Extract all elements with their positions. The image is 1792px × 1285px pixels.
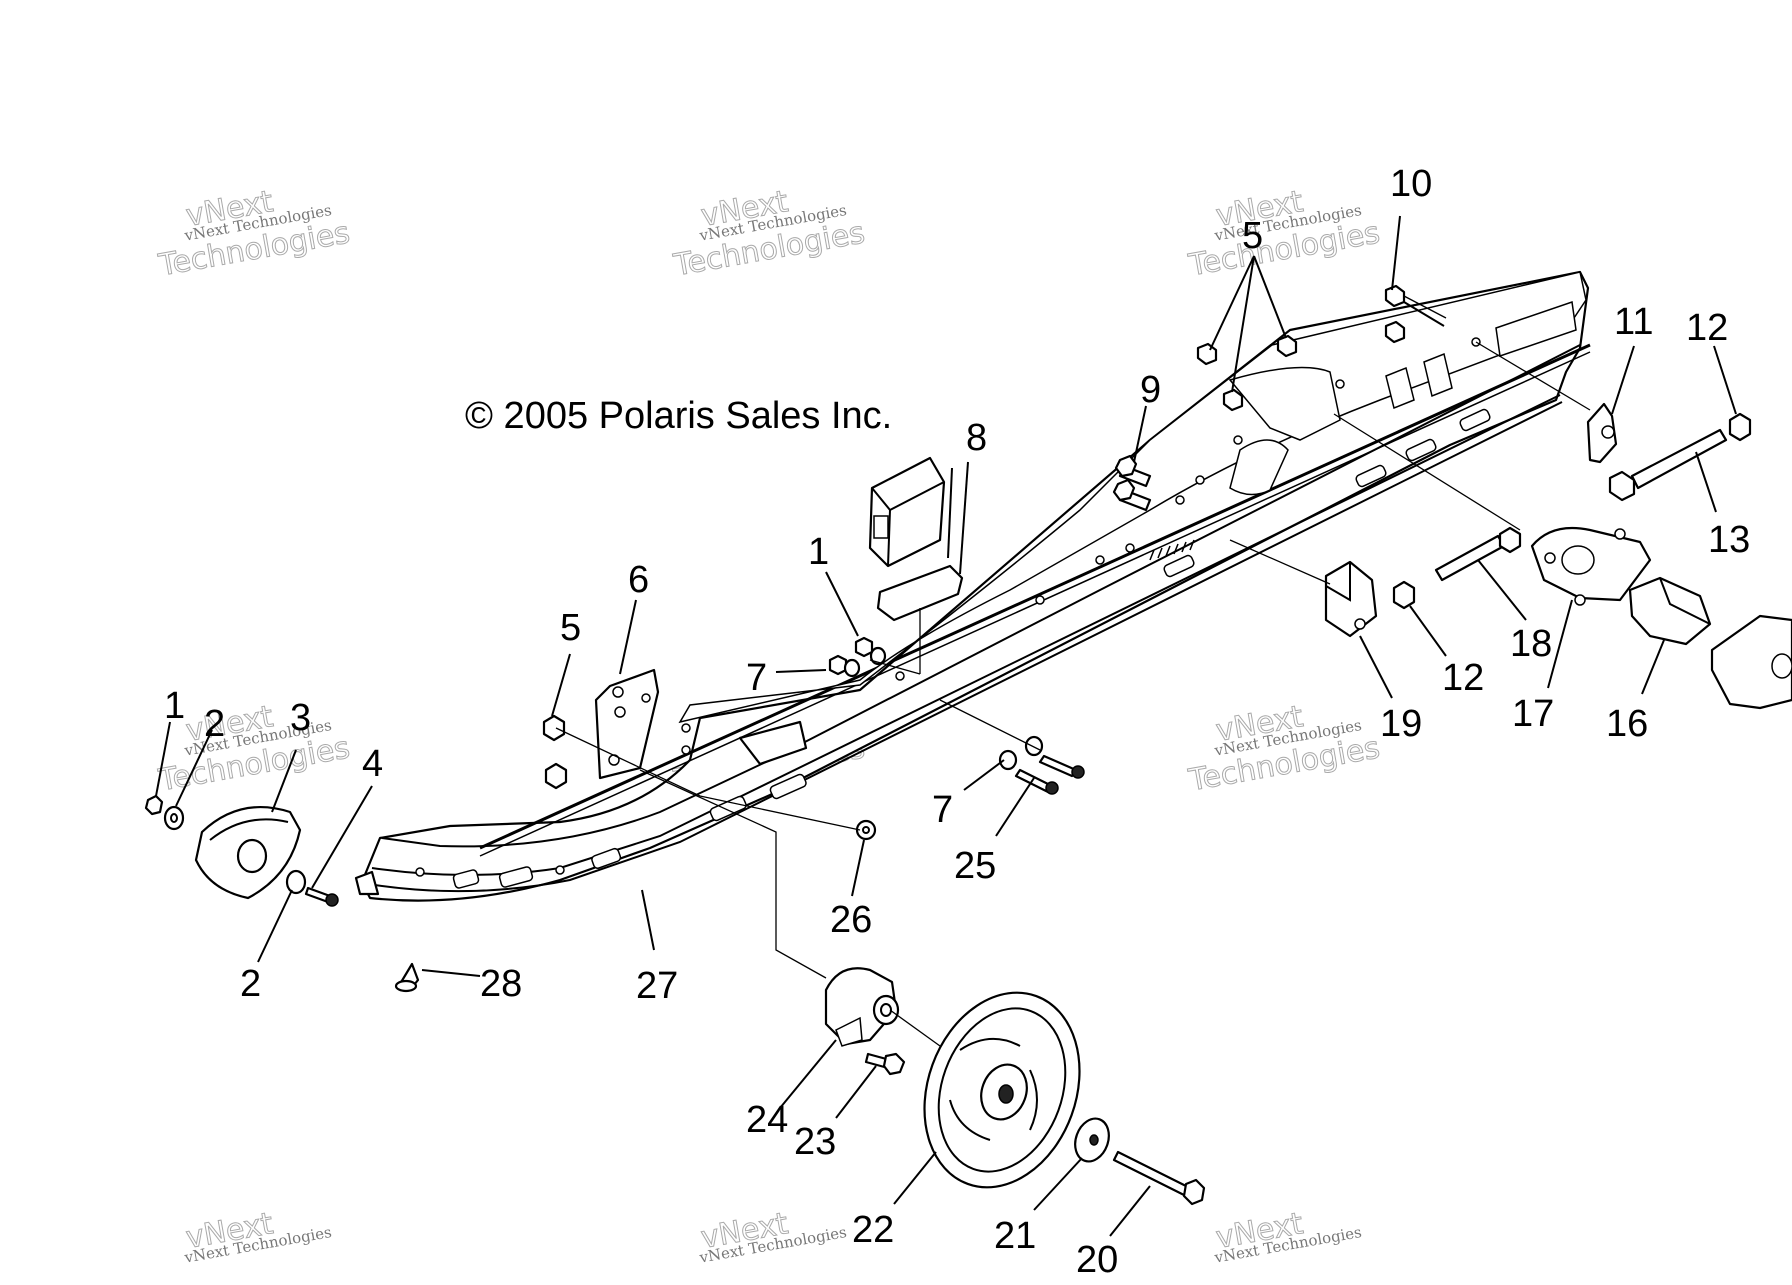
washer-2-lower	[285, 869, 307, 895]
nut-5-top-c	[1222, 388, 1244, 412]
nut-12-top	[1728, 412, 1752, 442]
callout-13: 13	[1708, 519, 1750, 561]
callout-20: 20	[1076, 1239, 1118, 1280]
nut-7-center	[828, 654, 848, 676]
callout-5: 5	[1242, 215, 1263, 257]
nut-12-lower	[1392, 580, 1416, 610]
washer-7-lower	[998, 749, 1018, 771]
watermark-mid-right: vNext vNext Technologies Technologies	[1185, 699, 1383, 799]
callout-26: 26	[830, 899, 872, 941]
watermark-top-right: vNext vNext Technologies Technologies	[1185, 184, 1383, 284]
nut-5-upper	[542, 714, 566, 742]
block-part-16	[1628, 576, 1712, 646]
nut-10-lower	[1384, 320, 1406, 344]
bracket-part-24	[824, 967, 898, 1046]
callout-23: 23	[794, 1121, 836, 1163]
callout-22: 22	[852, 1209, 894, 1251]
watermark-top-left: vNext vNext Technologies Technologies	[155, 184, 353, 284]
callout-10: 10	[1390, 163, 1432, 205]
center-hardware	[394, 456, 1085, 993]
nut-1-front	[144, 794, 164, 816]
wheel-assembly	[824, 967, 1206, 1206]
callout-8: 8	[966, 417, 987, 459]
nut-1-center	[854, 636, 874, 658]
pivot-block	[738, 720, 808, 766]
callout-18: 18	[1510, 623, 1552, 665]
top-hardware	[1112, 284, 1406, 512]
front-tip-assembly	[144, 794, 339, 907]
bolt-part-13	[1630, 428, 1728, 490]
callout-2: 2	[240, 963, 261, 1005]
watermark-bottom-left: vNext vNext Technologies	[182, 1206, 333, 1267]
callout-27: 27	[636, 965, 678, 1007]
leader-lines	[155, 215, 1737, 1237]
clip-part-8	[876, 564, 964, 622]
callout-28: 28	[480, 963, 522, 1005]
watermark-bottom-center: vNext vNext Technologies	[697, 1206, 848, 1267]
nut-5-top-a	[1196, 342, 1218, 366]
callout-labels: 1 2 3 4 2 5 6 1 7 8 7 25 26 27 28 9 5 10…	[164, 163, 1750, 1281]
nut-5-top-b	[1276, 334, 1298, 358]
nut-5-lower	[544, 762, 568, 790]
plate-assembly-6	[542, 668, 660, 790]
callout-12: 12	[1442, 657, 1484, 699]
copyright-text: © 2005 Polaris Sales Inc.	[465, 395, 892, 437]
callout-16: 16	[1606, 703, 1648, 745]
edge-bracket	[1710, 614, 1792, 710]
callout-6: 6	[628, 559, 649, 601]
washer-center	[869, 646, 887, 666]
callout-1: 1	[164, 685, 185, 727]
watermark-bottom-right: vNext vNext Technologies	[1212, 1206, 1363, 1267]
callout-2: 2	[204, 703, 225, 745]
callout-7: 7	[932, 789, 953, 831]
callout-11: 11	[1614, 301, 1653, 343]
washer-2-top	[163, 805, 185, 831]
callout-1: 1	[808, 531, 829, 573]
callout-25: 25	[954, 845, 996, 887]
callout-3: 3	[290, 697, 311, 739]
bolt-part-20	[1112, 1150, 1192, 1198]
bumper-part-8	[868, 456, 946, 568]
callout-7: 7	[746, 657, 767, 699]
bolt-part-18	[1434, 534, 1506, 582]
callout-12: 12	[1686, 307, 1728, 349]
callout-4: 4	[362, 743, 383, 785]
callout-21: 21	[994, 1215, 1036, 1257]
callout-5: 5	[560, 607, 581, 649]
nut-10-top	[1384, 284, 1406, 308]
watermark-top-center: vNext vNext Technologies Technologies	[670, 184, 868, 284]
callout-9: 9	[1140, 369, 1161, 411]
callout-19: 19	[1380, 703, 1422, 745]
callout-24: 24	[746, 1099, 788, 1141]
callout-17: 17	[1512, 693, 1554, 735]
rear-hardware	[1324, 402, 1792, 710]
